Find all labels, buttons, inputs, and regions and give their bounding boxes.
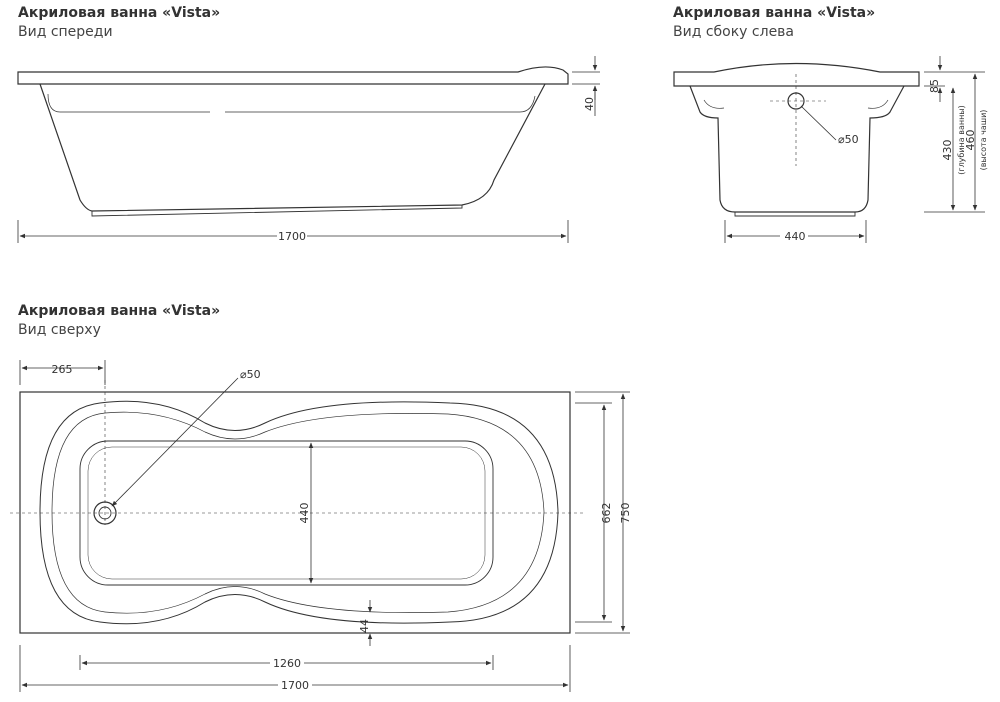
side-depth-label: 430 <box>941 140 954 161</box>
top-outer-bowl <box>39 400 559 625</box>
side-width-label: 440 <box>785 230 806 243</box>
side-rim-label: 85 <box>928 79 941 93</box>
top-width-label: 750 <box>619 503 632 524</box>
front-body <box>39 83 546 212</box>
top-drain-label: ⌀50 <box>240 368 261 381</box>
side-view-drawing <box>673 62 920 217</box>
top-view-drawing <box>10 377 585 634</box>
front-view-drawing <box>17 66 569 217</box>
side-view-subtitle: Вид сбоку слева <box>673 24 795 40</box>
front-rim <box>17 66 569 85</box>
side-depth-note: (глубина ванны) <box>957 105 966 175</box>
front-length-label: 1700 <box>278 230 306 243</box>
top-edge-label: 44 <box>358 619 371 633</box>
front-view-subtitle: Вид спереди <box>18 24 113 40</box>
top-width-inner-label: 662 <box>600 503 613 524</box>
top-offset-label: 265 <box>52 363 73 376</box>
side-view-title: Акриловая ванна «Vista» <box>673 5 876 21</box>
side-body <box>689 85 905 213</box>
top-inner-width-label: 440 <box>298 503 311 524</box>
top-view-title: Акриловая ванна «Vista» <box>18 303 221 319</box>
top-inner-length-label: 1260 <box>273 657 301 670</box>
top-view-subtitle: Вид сверху <box>18 322 101 338</box>
top-dimensions <box>19 360 630 692</box>
top-outer-rim <box>19 391 571 634</box>
side-height-label: 460 <box>964 130 977 151</box>
front-view-title: Акриловая ванна «Vista» <box>18 5 221 21</box>
side-dimensions <box>724 56 985 243</box>
side-rim <box>673 62 920 87</box>
side-drain-label: ⌀50 <box>838 133 859 146</box>
top-length-label: 1700 <box>281 679 309 692</box>
side-height-note: (высота чаши) <box>979 110 988 171</box>
front-rim-label: 40 <box>583 97 596 111</box>
